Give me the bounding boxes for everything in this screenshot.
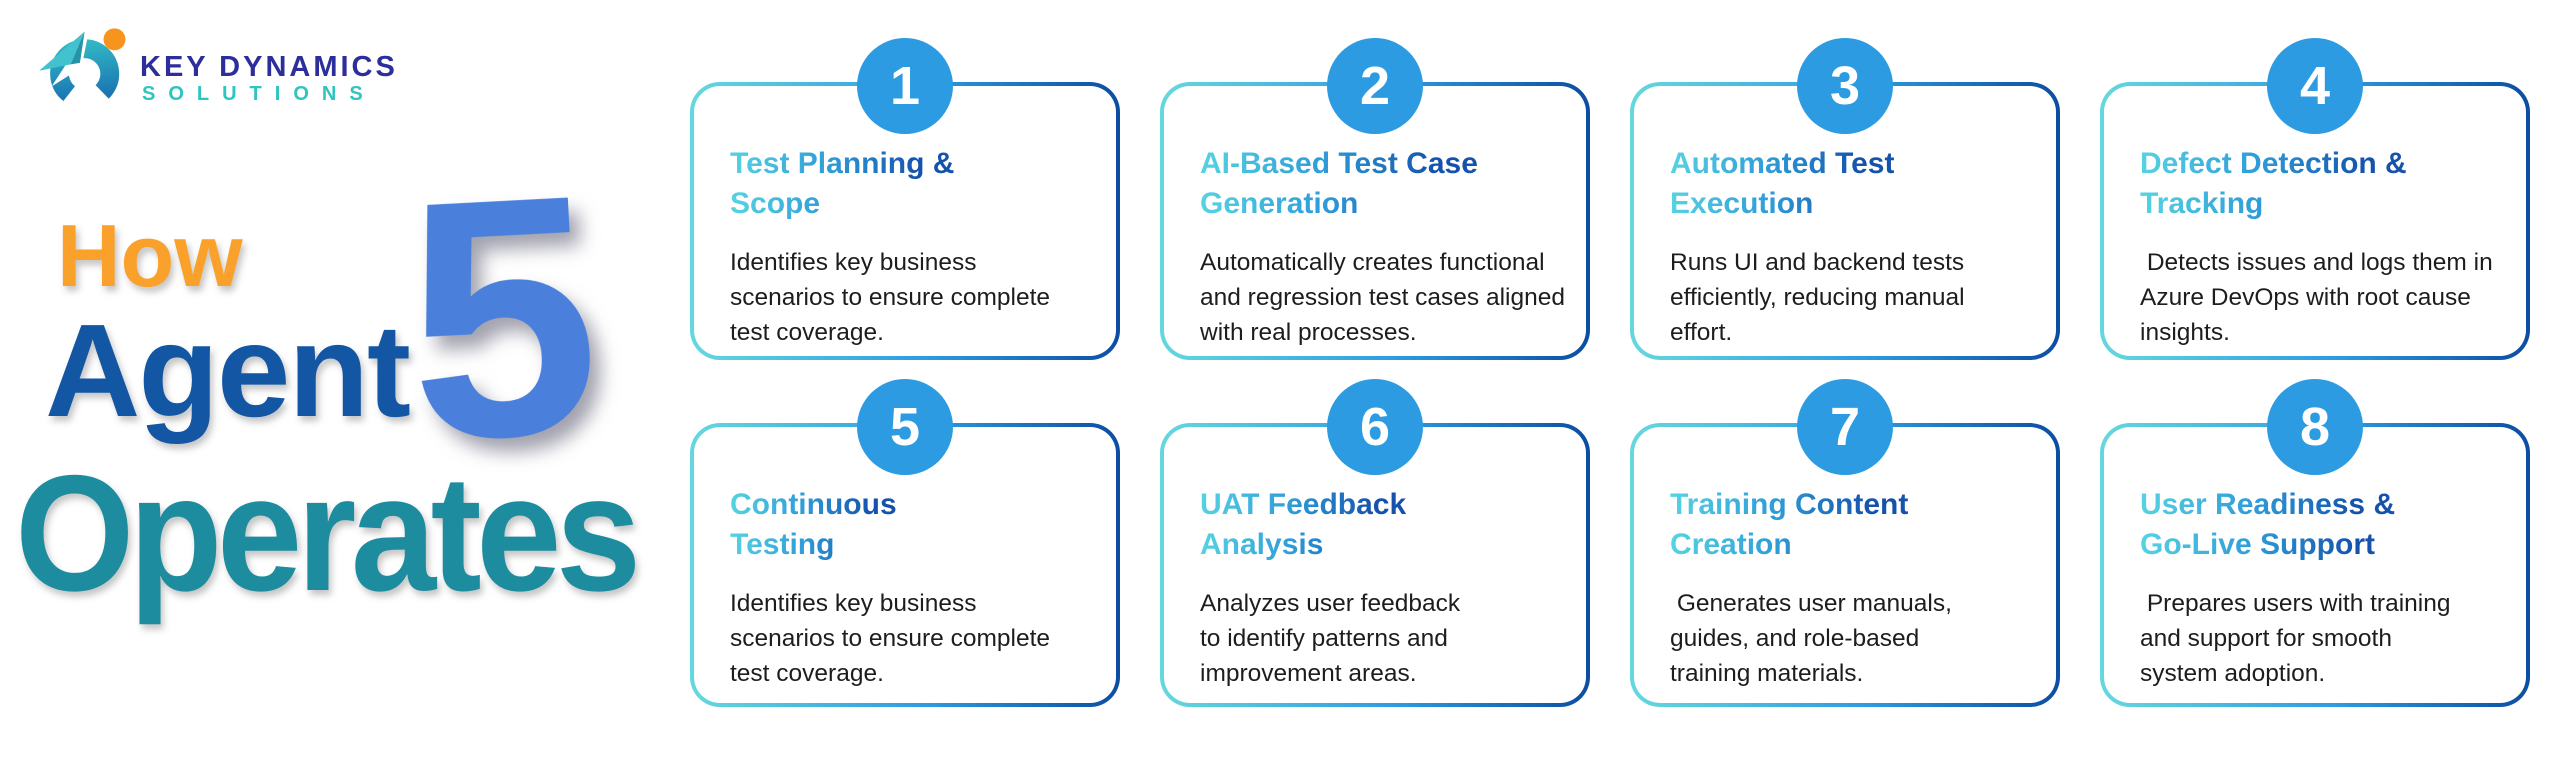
steps-grid: 1 Test Planning & Scope Identifies key b…: [690, 38, 2530, 707]
step-2-number-badge: 2: [1327, 38, 1423, 134]
step-6-heading: UAT Feedback Analysis: [1200, 485, 1406, 565]
step-1-heading: Test Planning & Scope: [730, 144, 954, 224]
step-1-description: Identifies key business scenarios to ens…: [730, 249, 1051, 346]
step-2-heading: AI-Based Test Case Generation: [1200, 144, 1478, 224]
step-4-heading: Defect Detection & Tracking: [2140, 144, 2407, 224]
step-3-heading: Automated Test Execution: [1670, 144, 1894, 224]
title-word-agent: Agent: [45, 297, 411, 444]
step-card-4: 4 Defect Detection & Tracking Detects is…: [2100, 38, 2530, 360]
step-6-number-badge: 6: [1327, 379, 1423, 475]
step-3-description: Runs UI and backend tests efficiently, r…: [1670, 249, 1965, 346]
step-4-number-badge: 4: [2267, 38, 2363, 134]
step-card-3: 3 Automated Test Execution Runs UI and b…: [1630, 38, 2060, 360]
step-card-2: 2 AI-Based Test Case Generation Automati…: [1160, 38, 1590, 360]
step-5-number-badge: 5: [857, 379, 953, 475]
step-5-heading: Continuous Testing: [730, 485, 897, 565]
step-7-description: Generates user manuals, guides, and role…: [1670, 590, 1952, 687]
title-word-operates: Operates: [15, 441, 641, 625]
key-dynamics-logo: KEY DYNAMICS SOLUTIONS: [36, 18, 396, 113]
step-card-5: 5 Continuous Testing Identifies key busi…: [690, 379, 1120, 707]
logo-company-name: KEY DYNAMICS: [140, 51, 398, 83]
step-3-number-badge: 3: [1797, 38, 1893, 134]
step-6-description: Analyzes user feedback to identify patte…: [1200, 590, 1461, 687]
title-word-how: How: [57, 206, 243, 305]
key-dynamics-logo-mark-icon: [36, 20, 138, 112]
step-4-description: Detects issues and logs them in Azure De…: [2140, 249, 2493, 346]
step-card-1: 1 Test Planning & Scope Identifies key b…: [690, 38, 1120, 360]
step-7-number-badge: 7: [1797, 379, 1893, 475]
step-card-7: 7 Training Content Creation Generates us…: [1630, 379, 2060, 707]
step-7-heading: Training Content Creation: [1670, 485, 1908, 565]
title-big-number-5: 5: [398, 123, 607, 513]
step-8-description: Prepares users with training and support…: [2140, 590, 2451, 687]
step-card-6: 6 UAT Feedback Analysis Analyzes user fe…: [1160, 379, 1590, 707]
step-card-8: 8 User Readiness & Go-Live Support Prepa…: [2100, 379, 2530, 707]
step-1-number-badge: 1: [857, 38, 953, 134]
step-5-description: Identifies key business scenarios to ens…: [730, 590, 1051, 687]
step-2-description: Automatically creates functional and reg…: [1200, 249, 1565, 346]
step-8-number-badge: 8: [2267, 379, 2363, 475]
logo-company-subtitle: SOLUTIONS: [142, 83, 376, 105]
step-8-heading: User Readiness & Go-Live Support: [2140, 485, 2395, 565]
